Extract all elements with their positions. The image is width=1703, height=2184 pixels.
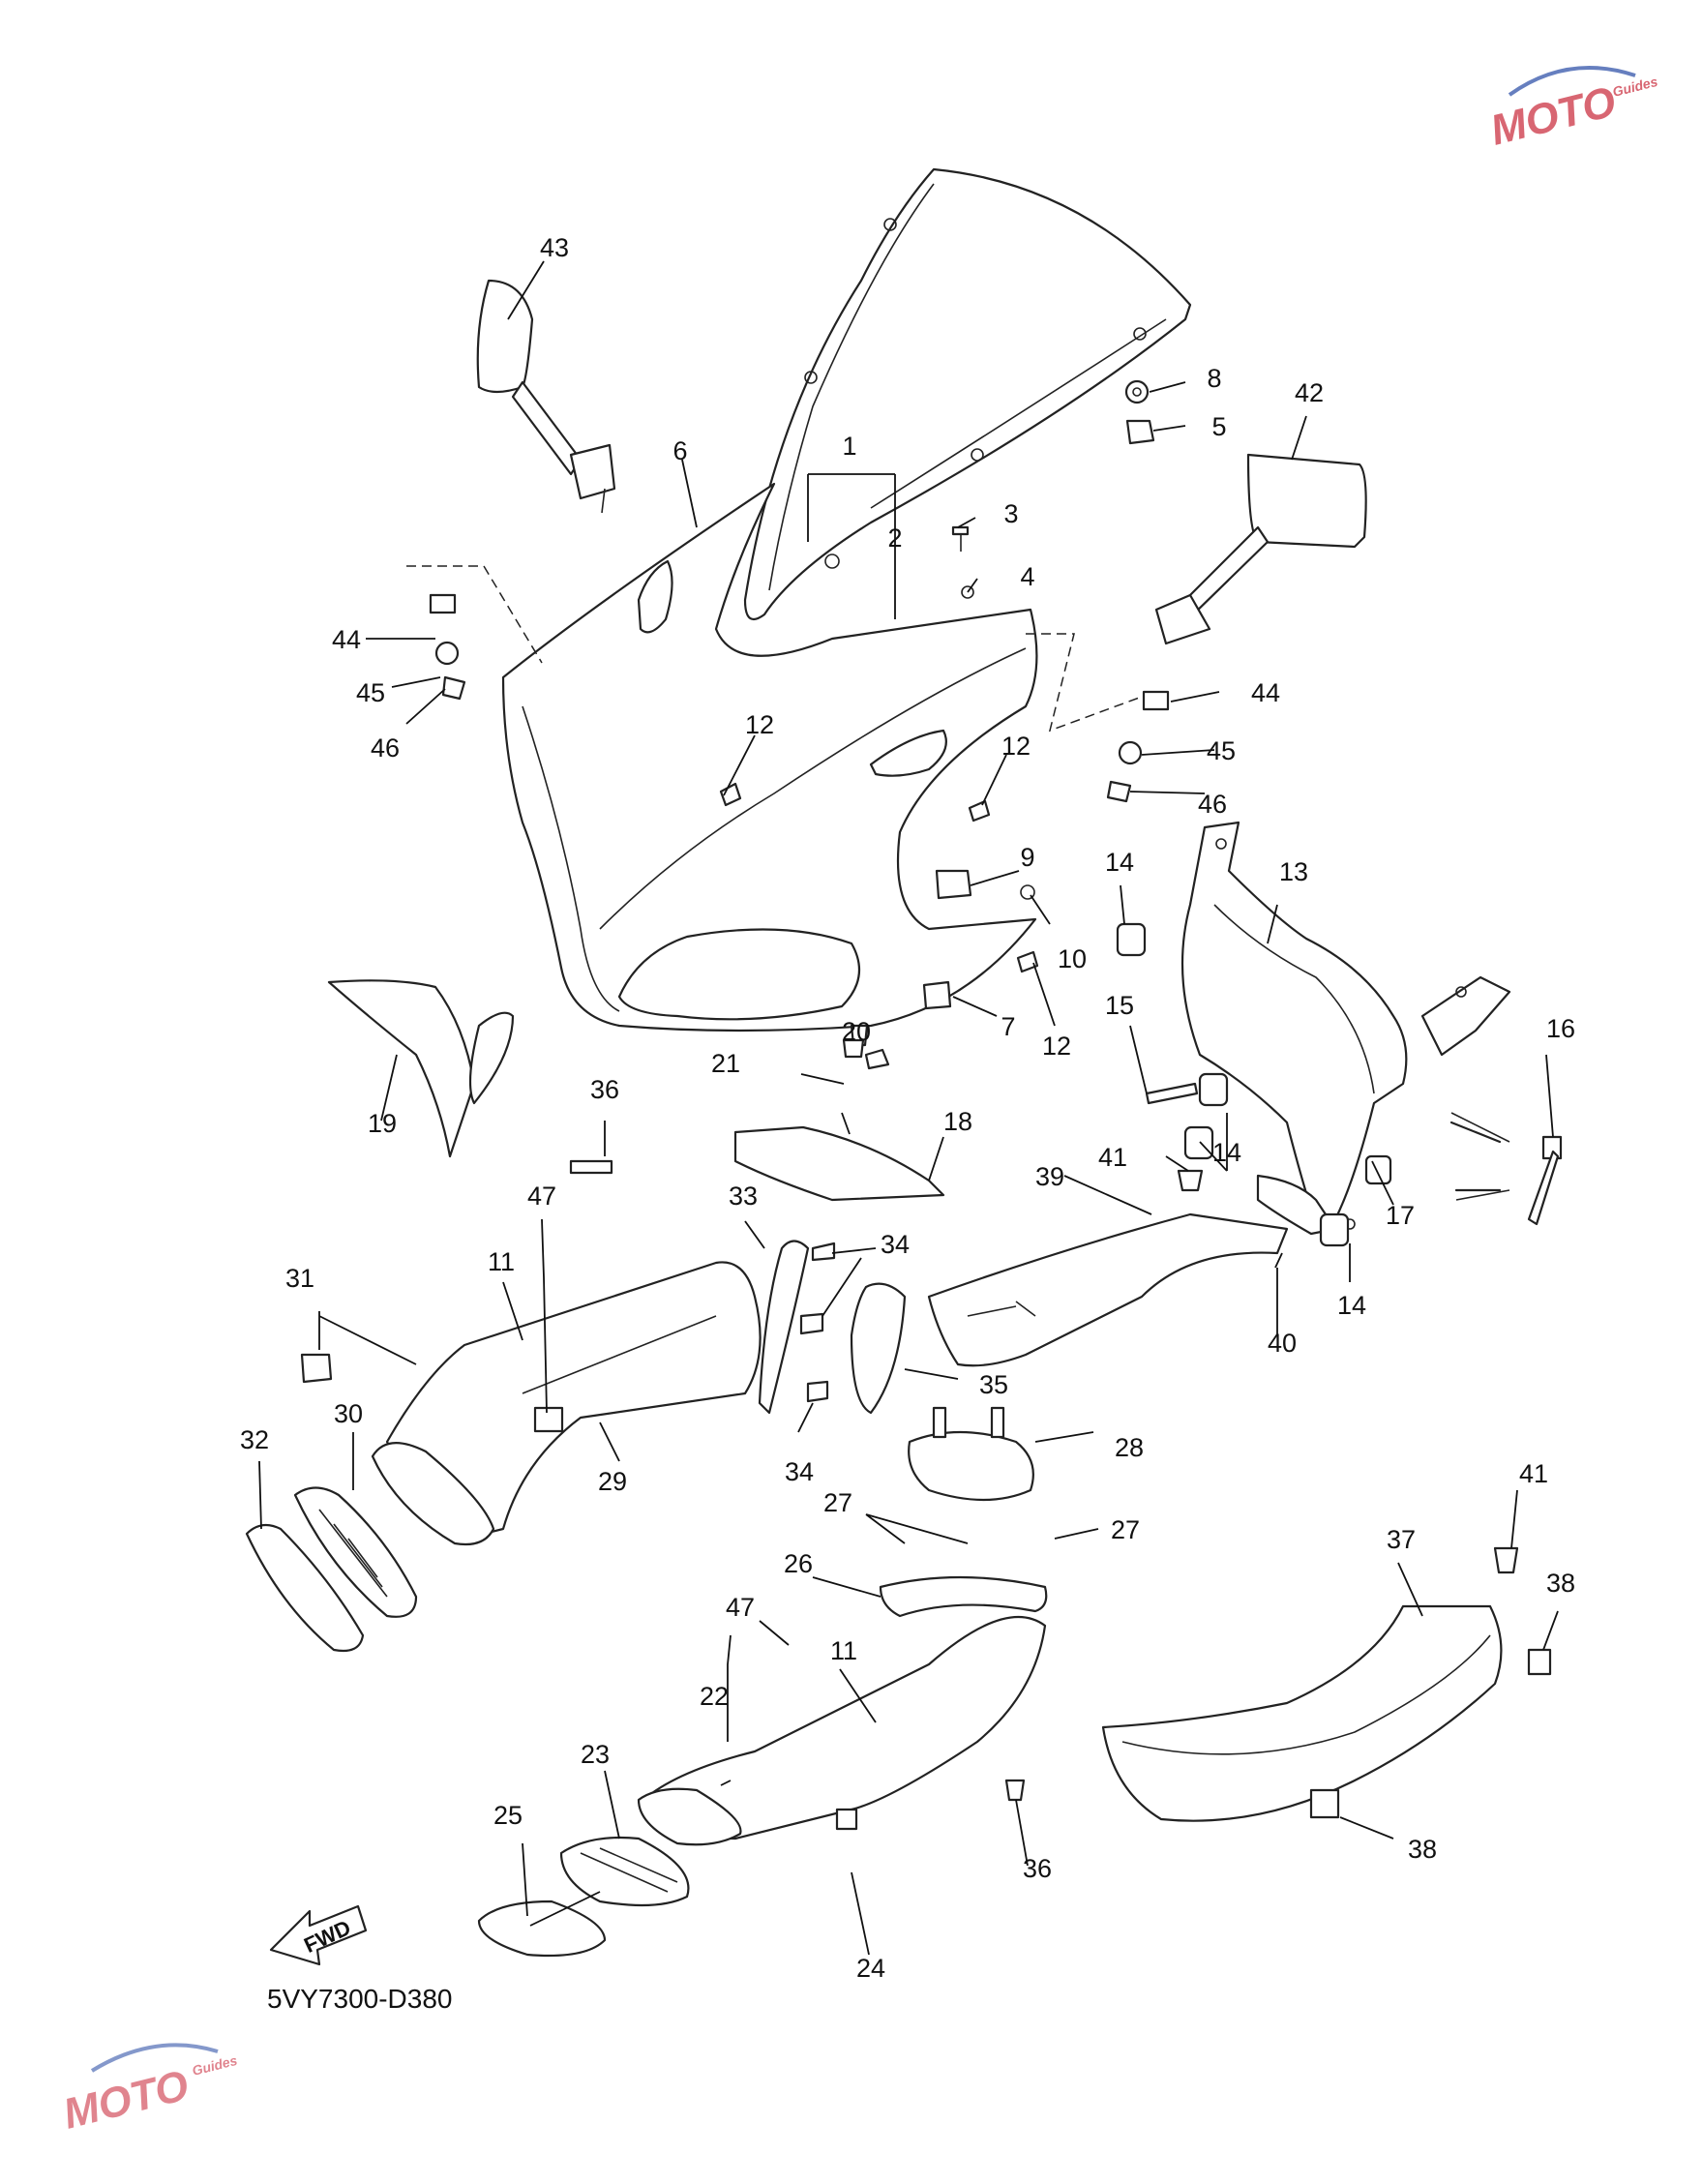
cowling-stay-bracket	[1180, 821, 1511, 1236]
callout-29: 29	[598, 1467, 627, 1496]
callout-47-b: 47	[726, 1593, 755, 1622]
callout-33: 33	[729, 1182, 758, 1211]
callout-45-right: 45	[1207, 736, 1236, 765]
callout-23: 23	[581, 1740, 610, 1769]
svg-text:Guides: Guides	[1611, 74, 1659, 100]
callout-27-a: 27	[823, 1488, 852, 1517]
callout-20: 20	[842, 1017, 871, 1046]
lower-cowling	[1101, 1604, 1552, 1822]
upper-cowling	[406, 482, 1143, 1032]
callout-12-a: 12	[745, 710, 774, 739]
callout-5: 5	[1211, 412, 1226, 441]
callouts: 43 6 1 2 3 4 8 5 42 44 45 46 44 45 46 12…	[240, 233, 1575, 1983]
callout-41-a: 41	[1098, 1143, 1127, 1172]
callout-36-a: 36	[590, 1075, 619, 1104]
callout-6: 6	[672, 436, 687, 465]
callout-21: 21	[711, 1049, 740, 1078]
callout-22: 22	[700, 1682, 729, 1711]
callout-13: 13	[1279, 857, 1308, 886]
callout-8: 8	[1207, 364, 1221, 393]
side-inner-panel	[927, 1212, 1289, 1367]
callout-32: 32	[240, 1425, 269, 1454]
callout-4: 4	[1020, 562, 1034, 591]
callout-37: 37	[1387, 1525, 1416, 1554]
callout-42: 42	[1295, 378, 1324, 407]
callout-14-b: 14	[1212, 1138, 1241, 1167]
air-duct-lower	[477, 1575, 1048, 1958]
callout-25: 25	[493, 1801, 523, 1830]
diagram-code: 5VY7300-D380	[267, 1984, 452, 2014]
callout-24: 24	[856, 1954, 885, 1983]
callout-10: 10	[1058, 944, 1087, 973]
callout-9: 9	[1020, 843, 1034, 872]
callout-30: 30	[334, 1399, 363, 1428]
fwd-direction-arrow: FWD	[269, 1904, 368, 1966]
hardware-pieces	[429, 379, 1170, 1070]
callout-34-b: 34	[785, 1457, 814, 1486]
callout-39: 39	[1035, 1162, 1064, 1191]
callout-38-b: 38	[1408, 1835, 1437, 1864]
callout-12-b: 12	[1001, 732, 1031, 761]
callout-46-left: 46	[371, 733, 400, 763]
callout-41-b: 41	[1519, 1459, 1548, 1488]
watermark-logo-top: MOTO Guides	[1486, 66, 1659, 155]
inner-panel	[733, 1125, 945, 1202]
svg-text:MOTO: MOTO	[59, 2061, 194, 2138]
callout-31: 31	[285, 1264, 314, 1293]
windscreen	[743, 167, 1192, 621]
side-duct-panel	[327, 979, 515, 1158]
callout-17: 17	[1386, 1201, 1415, 1230]
callout-43: 43	[540, 233, 569, 262]
callout-16: 16	[1546, 1014, 1575, 1043]
svg-text:MOTO: MOTO	[1486, 77, 1621, 154]
callout-3: 3	[1003, 499, 1018, 528]
callout-2: 2	[887, 524, 902, 553]
callout-7: 7	[1001, 1012, 1015, 1041]
mirror-right	[1154, 453, 1367, 645]
callout-1: 1	[842, 432, 856, 461]
callout-35: 35	[979, 1370, 1008, 1399]
callout-19: 19	[368, 1109, 397, 1138]
bolts	[569, 1038, 1563, 1802]
callout-14-c: 14	[1337, 1291, 1366, 1320]
callout-40: 40	[1268, 1329, 1297, 1358]
air-duct-upper	[371, 1261, 762, 1546]
callout-46-right: 46	[1198, 790, 1227, 819]
callout-44-right: 44	[1251, 678, 1280, 707]
clips-and-brackets	[300, 1240, 907, 1415]
svg-text:Guides: Guides	[191, 2052, 239, 2079]
callout-15: 15	[1105, 991, 1134, 1020]
callout-45-left: 45	[356, 678, 385, 707]
intake-duct-piece	[908, 1406, 1034, 1502]
callout-18: 18	[943, 1107, 972, 1136]
callout-38-a: 38	[1546, 1569, 1575, 1598]
callout-36-b: 36	[1023, 1854, 1052, 1883]
callout-47-a: 47	[527, 1182, 556, 1211]
duct-grill-rings	[245, 1486, 418, 1653]
callout-27-b: 27	[1111, 1515, 1140, 1544]
leader-lines	[258, 260, 1559, 1956]
callout-28: 28	[1115, 1433, 1144, 1462]
callout-44-left: 44	[332, 625, 361, 654]
callout-11-b: 11	[830, 1636, 857, 1665]
callout-12-c: 12	[1042, 1032, 1071, 1061]
mirror-left	[476, 279, 616, 514]
callout-34-a: 34	[881, 1230, 910, 1259]
callout-11-a: 11	[488, 1247, 515, 1276]
callout-14-a: 14	[1105, 848, 1134, 877]
watermark-logo-bottom: MOTO Guides	[59, 2043, 239, 2139]
callout-26: 26	[784, 1549, 813, 1578]
